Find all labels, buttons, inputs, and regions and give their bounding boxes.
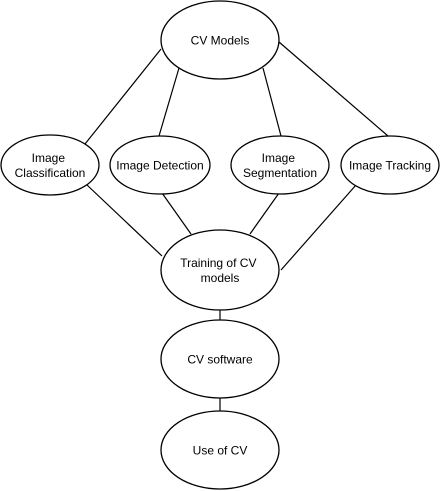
edge-image-classification-to-training <box>86 184 163 257</box>
edge-cv-models-to-image-detection <box>158 67 180 137</box>
node-cv-models-label-line: CV Models <box>191 34 250 48</box>
edge-image-segmentation-to-training <box>249 192 280 235</box>
node-image-tracking-shape <box>340 135 440 195</box>
node-training-label: Training of CV models <box>180 256 260 285</box>
node-image-segmentation: Image Segmentation <box>230 135 330 195</box>
node-image-detection-shape <box>109 135 211 195</box>
edge-cv-models-to-image-classification <box>84 48 162 145</box>
edge-cv-models-to-image-segmentation <box>262 67 282 137</box>
node-image-classification-label: Image Classification <box>15 151 86 180</box>
node-use-of-cv-label-line: Use of CV <box>193 444 248 458</box>
node-image-classification-label-line: Image <box>32 151 66 165</box>
node-cv-models-shape <box>160 0 280 80</box>
node-image-tracking: Image Tracking <box>340 135 440 195</box>
node-image-detection: Image Detection <box>109 135 211 195</box>
node-image-tracking-label: Image Tracking <box>349 159 431 173</box>
node-cv-software-shape <box>160 319 280 399</box>
node-image-segmentation-label-line: Segmentation <box>243 166 317 180</box>
node-cv-models-label: CV Models <box>191 34 250 48</box>
node-cv-software-label-line: CV software <box>187 353 253 367</box>
edge-cv-models-to-image-tracking <box>278 41 389 137</box>
node-training-label-line: models <box>201 271 240 285</box>
node-image-classification-shape <box>0 134 100 196</box>
node-use-of-cv-label: Use of CV <box>193 444 248 458</box>
node-image-segmentation-shape <box>230 135 330 195</box>
node-image-classification-label-line: Classification <box>15 166 86 180</box>
node-cv-models: CV Models <box>160 0 280 80</box>
node-image-tracking-label-line: Image Tracking <box>349 159 431 173</box>
node-cv-software: CV software <box>160 319 280 399</box>
node-image-segmentation-label: Image Segmentation <box>243 151 317 180</box>
node-image-classification: Image Classification <box>0 134 100 196</box>
node-training: Training of CV models <box>160 229 280 311</box>
node-image-segmentation-label-line: Image <box>262 151 296 165</box>
edge-image-detection-to-training <box>161 192 192 235</box>
node-use-of-cv: Use of CV <box>160 410 280 490</box>
node-cv-software-label: CV software <box>187 353 253 367</box>
node-image-detection-label: Image Detection <box>116 159 203 173</box>
node-training-shape <box>160 229 280 311</box>
node-training-label-line: Training of CV <box>180 256 256 270</box>
edge-image-tracking-to-training <box>280 184 357 271</box>
node-image-detection-label-line: Image Detection <box>116 159 203 173</box>
node-use-of-cv-shape <box>160 410 280 490</box>
edges-layer <box>84 41 389 411</box>
